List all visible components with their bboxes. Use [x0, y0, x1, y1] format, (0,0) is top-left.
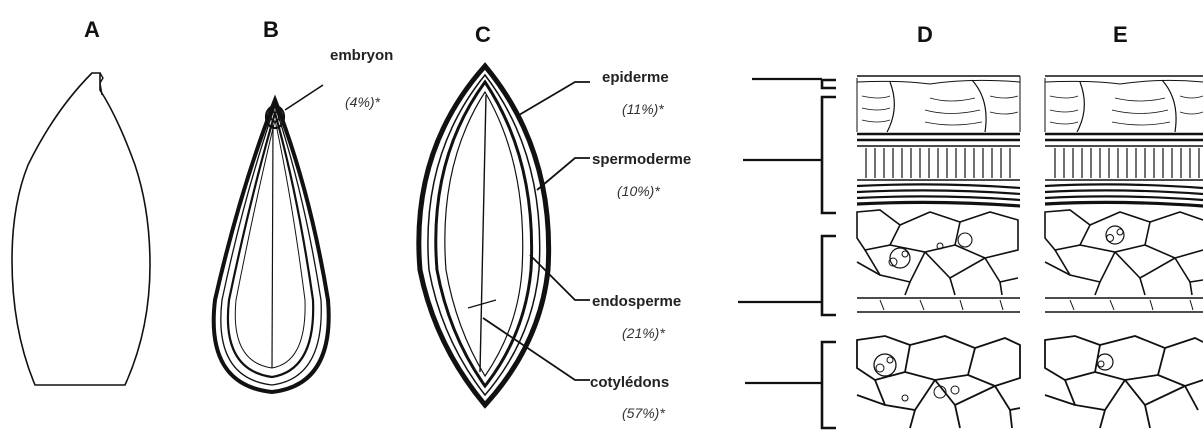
embryo-percent: (4%)*	[345, 94, 381, 110]
layer-percent-spermoderme: (10%)*	[617, 183, 660, 199]
layer-percent-epiderme: (11%)*	[622, 101, 664, 117]
seed-section-b	[214, 100, 329, 392]
leader-lines-c	[483, 82, 590, 380]
seed-outline-a	[12, 73, 150, 385]
layer-label-endosperme: endosperme	[592, 293, 681, 310]
layer-brackets	[822, 80, 836, 428]
layer-percent-endosperme: (21%)*	[622, 325, 665, 341]
tissue-section-d	[857, 76, 1020, 428]
panel-letter-b: B	[263, 17, 279, 42]
layer-label-cotyledons: cotylédons	[590, 374, 669, 391]
panel-letter-c: C	[475, 22, 491, 47]
leader-lines-right	[738, 79, 822, 383]
layer-percent-cotyledons: (57%)*	[622, 405, 665, 421]
seed-section-c	[419, 66, 549, 405]
layer-label-epiderme: epiderme	[602, 69, 669, 86]
layer-label-spermoderme: spermoderme	[592, 151, 691, 168]
embryo-pointer	[285, 85, 323, 110]
tissue-section-e	[1045, 76, 1203, 428]
embryo-label: embryon	[330, 47, 393, 64]
panel-letter-a: A	[84, 17, 100, 42]
panel-letter-e: E	[1113, 22, 1128, 47]
panel-letter-d: D	[917, 22, 933, 47]
